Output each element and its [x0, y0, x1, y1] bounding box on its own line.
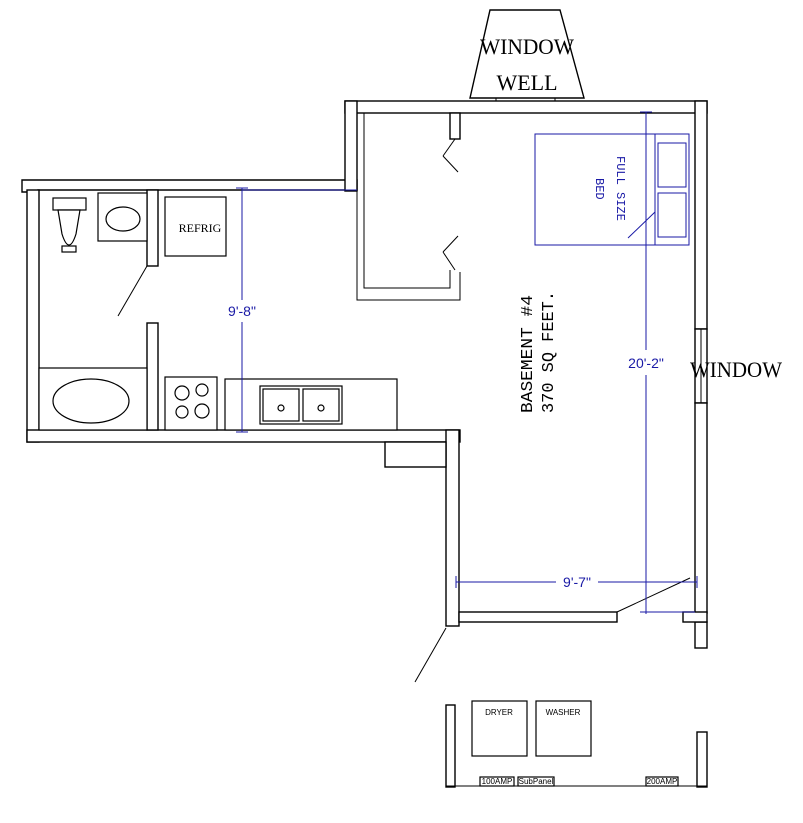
entry-door-swing	[414, 627, 447, 683]
bed-label-1: FULL SIZE	[613, 156, 627, 221]
panel-100amp: 100AMP	[479, 776, 515, 787]
dimension-closet-width: 9'-7"	[455, 574, 698, 590]
panel-subpanel: SubPanel	[517, 776, 555, 787]
window-east-label: WINDOW	[690, 357, 782, 382]
toilet	[52, 197, 87, 253]
full-size-bed: FULL SIZE BED	[534, 133, 690, 246]
refrig-label: REFRIG	[179, 221, 222, 235]
panel-100-label: 100AMP	[482, 777, 513, 786]
washer-label: WASHER	[546, 708, 581, 717]
laundry-area: DRYER WASHER 100AMP SubPanel 200AMP	[445, 700, 708, 788]
bathtub	[38, 367, 148, 431]
bed-label-2: BED	[592, 178, 606, 200]
bifold-closet	[356, 112, 461, 301]
window-well-label-2: WELL	[496, 70, 557, 95]
bathroom	[38, 189, 159, 431]
room-label: BASEMENT #4 370 SQ FEET.	[519, 291, 559, 413]
panel-200amp: 200AMP	[645, 776, 679, 787]
kitchen: REFRIG	[164, 196, 398, 431]
dryer: DRYER	[471, 700, 528, 757]
bathroom-sink	[97, 192, 148, 242]
room-label-line1: BASEMENT #4	[519, 295, 538, 413]
window-well: WINDOW WELL	[469, 9, 585, 104]
panel-sub-label: SubPanel	[519, 777, 554, 786]
room-height-label: 20'-2"	[628, 355, 664, 371]
refrigerator: REFRIG	[164, 196, 227, 257]
window-well-label-1: WINDOW	[480, 34, 574, 59]
dimension-kitchen-height: 9'-8"	[228, 187, 357, 433]
kitchen-height-label: 9'-8"	[228, 303, 256, 319]
dimension-room-height: 20'-2"	[628, 111, 695, 614]
washer: WASHER	[535, 700, 592, 757]
closet-width-label: 9'-7"	[563, 574, 591, 590]
stove	[164, 376, 218, 431]
room-label-line2: 370 SQ FEET.	[540, 291, 559, 413]
dryer-label: DRYER	[485, 708, 513, 717]
kitchen-counter	[224, 378, 398, 431]
panel-200-label: 200AMP	[647, 777, 678, 786]
